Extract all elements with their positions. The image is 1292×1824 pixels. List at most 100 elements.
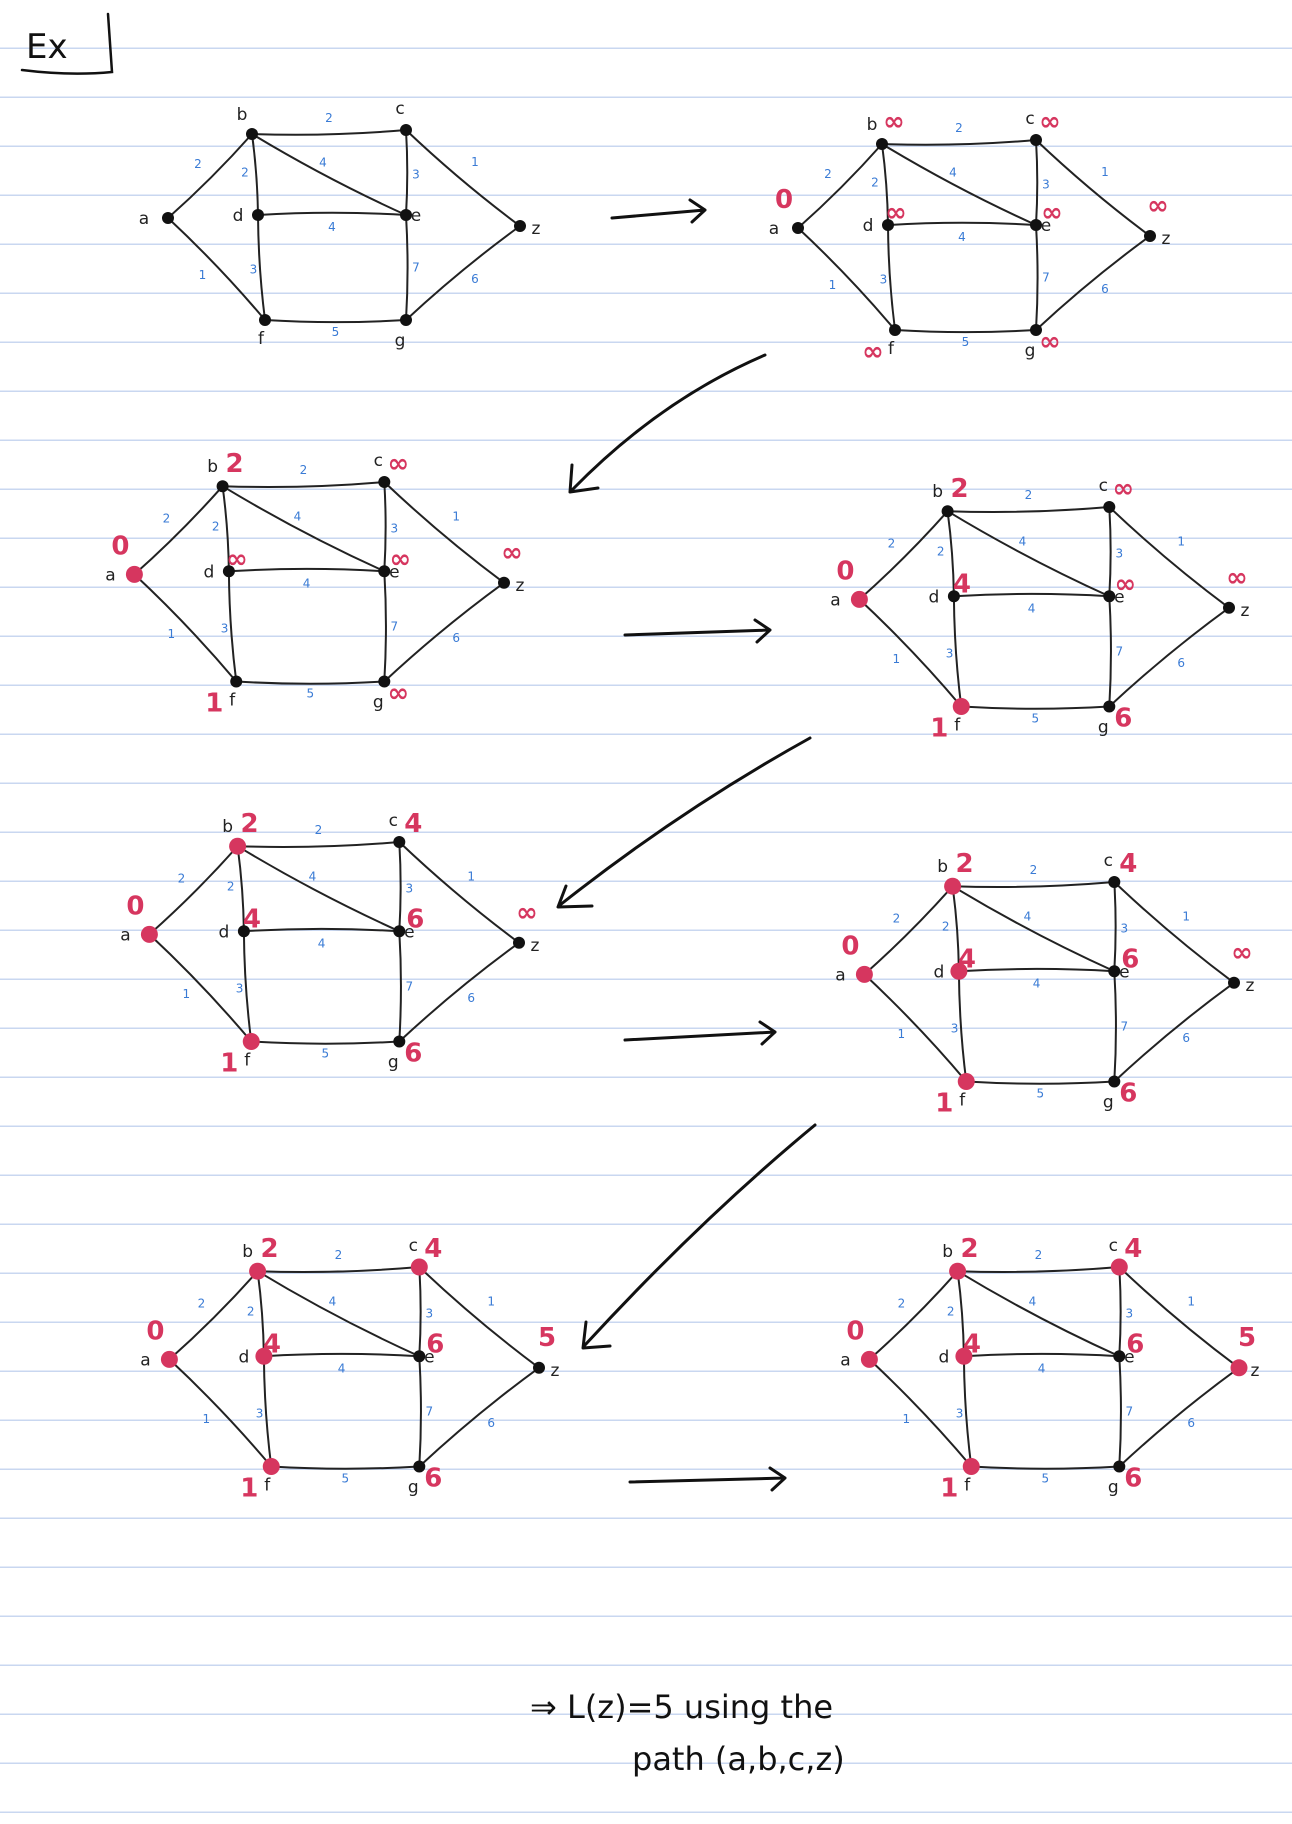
vertex-c [1030,134,1042,146]
edge-c-z [398,841,520,944]
vertex-g [378,675,391,688]
edge-b-c [236,841,401,848]
vertex-b [941,505,954,518]
step-arrows [556,198,817,1492]
distance-label-d: 4 [953,569,971,599]
edge-weight-g-z: 6 [1101,282,1109,296]
vertex-b [249,1262,267,1280]
edge-weight-d-f: 3 [956,1406,964,1420]
edge-e-g [1108,595,1112,708]
vertex-f [962,1458,980,1475]
vertex-name-c: c [389,811,398,831]
edge-g-z [1108,606,1230,708]
edge-weight-a-b: 2 [898,1296,906,1310]
distance-label-g: ∞ [1039,327,1061,357]
conclusion-line-1: ⇒ L(z)=5 using the [530,1688,833,1726]
edge-weight-d-e: 4 [318,936,326,950]
edge-b-d [256,1270,265,1358]
edge-f-g [264,319,407,324]
edge-a-b [148,845,239,936]
vertex-a [160,1350,178,1368]
edge-a-b [868,1270,959,1361]
distance-label-c: 4 [424,1234,442,1264]
distance-label-f: 1 [930,714,948,744]
vertex-d [252,209,264,221]
edge-weight-b-e: 4 [949,166,957,180]
edge-weight-d-e: 4 [1028,601,1036,615]
edge-c-e [1118,1266,1122,1358]
edge-d-e [962,1352,1121,1358]
vertex-c [393,836,406,848]
vertex-g [413,1460,426,1473]
edge-a-f [797,227,896,331]
vertex-name-d: d [239,1347,250,1367]
edge-weight-b-c: 2 [300,463,308,477]
conclusion: ⇒ L(z)=5 using the path (a,b,c,z) [530,1688,845,1778]
vertex-b [229,837,247,855]
vertex-f [242,1033,260,1050]
edge-a-b [168,1270,259,1361]
edge-a-b [858,510,949,601]
vertex-name-f: f [964,1476,971,1496]
vertex-c [1110,1258,1128,1276]
vertex-d [955,1347,973,1365]
distance-label-f: 1 [205,689,223,719]
edge-a-f [133,573,238,683]
vertex-b [944,877,962,895]
vertex-name-z: z [1162,229,1171,249]
edge-d-e [952,592,1111,598]
edge-weight-a-f: 1 [199,268,207,282]
vertex-name-a: a [105,565,115,585]
vertex-name-b: b [242,1242,253,1262]
distance-label-b: 2 [261,1234,279,1264]
edge-b-e [256,1270,421,1358]
edge-a-b [133,485,224,576]
edge-weight-f-g: 5 [1036,1087,1044,1101]
vertex-name-c: c [1109,1236,1118,1256]
edge-a-b [167,133,253,219]
edge-b-d [956,1270,965,1358]
edge-d-f [952,595,963,708]
vertex-d [222,565,235,578]
vertex-name-e: e [1114,587,1124,607]
edge-weight-e-g: 7 [412,261,420,275]
distance-label-b: 2 [226,449,244,479]
vertex-z [1223,601,1235,614]
edge-e-g [1035,224,1039,331]
edge-weight-c-z: 1 [1187,1294,1195,1308]
edge-d-f [957,970,968,1083]
edge-b-c [221,481,386,488]
distance-label-d: 4 [243,904,261,934]
edge-weight-a-b: 2 [824,167,832,181]
edge-weight-b-d: 2 [227,880,235,894]
vertex-name-g: g [373,693,384,713]
vertex-name-b: b [222,817,233,837]
edge-e-g [1113,970,1117,1083]
edge-weight-g-z: 6 [1182,1031,1190,1045]
vertex-d [882,219,894,231]
vertex-c [378,476,391,488]
distance-label-e: 6 [426,1329,444,1359]
vertex-name-a: a [140,1350,150,1370]
edge-b-d [221,485,230,573]
distance-label-d: 4 [263,1329,281,1359]
vertex-name-e: e [389,562,399,582]
edge-weight-c-z: 1 [467,869,475,883]
vertex-z [1144,230,1156,242]
distance-label-z: ∞ [1147,191,1169,221]
vertex-name-f: f [954,716,961,736]
edge-b-e [956,1270,1121,1358]
edge-f-g [960,705,1111,710]
edge-weight-c-e: 3 [1042,178,1050,192]
vertex-z [514,220,526,232]
distance-label-f: 1 [940,1474,958,1504]
edge-weight-c-z: 1 [1101,165,1109,179]
edge-weight-b-e: 4 [319,156,327,170]
edge-a-f [858,598,963,708]
edge-a-f [167,217,266,321]
distance-label-z: ∞ [1226,563,1248,593]
vertex-name-f: f [258,329,265,349]
